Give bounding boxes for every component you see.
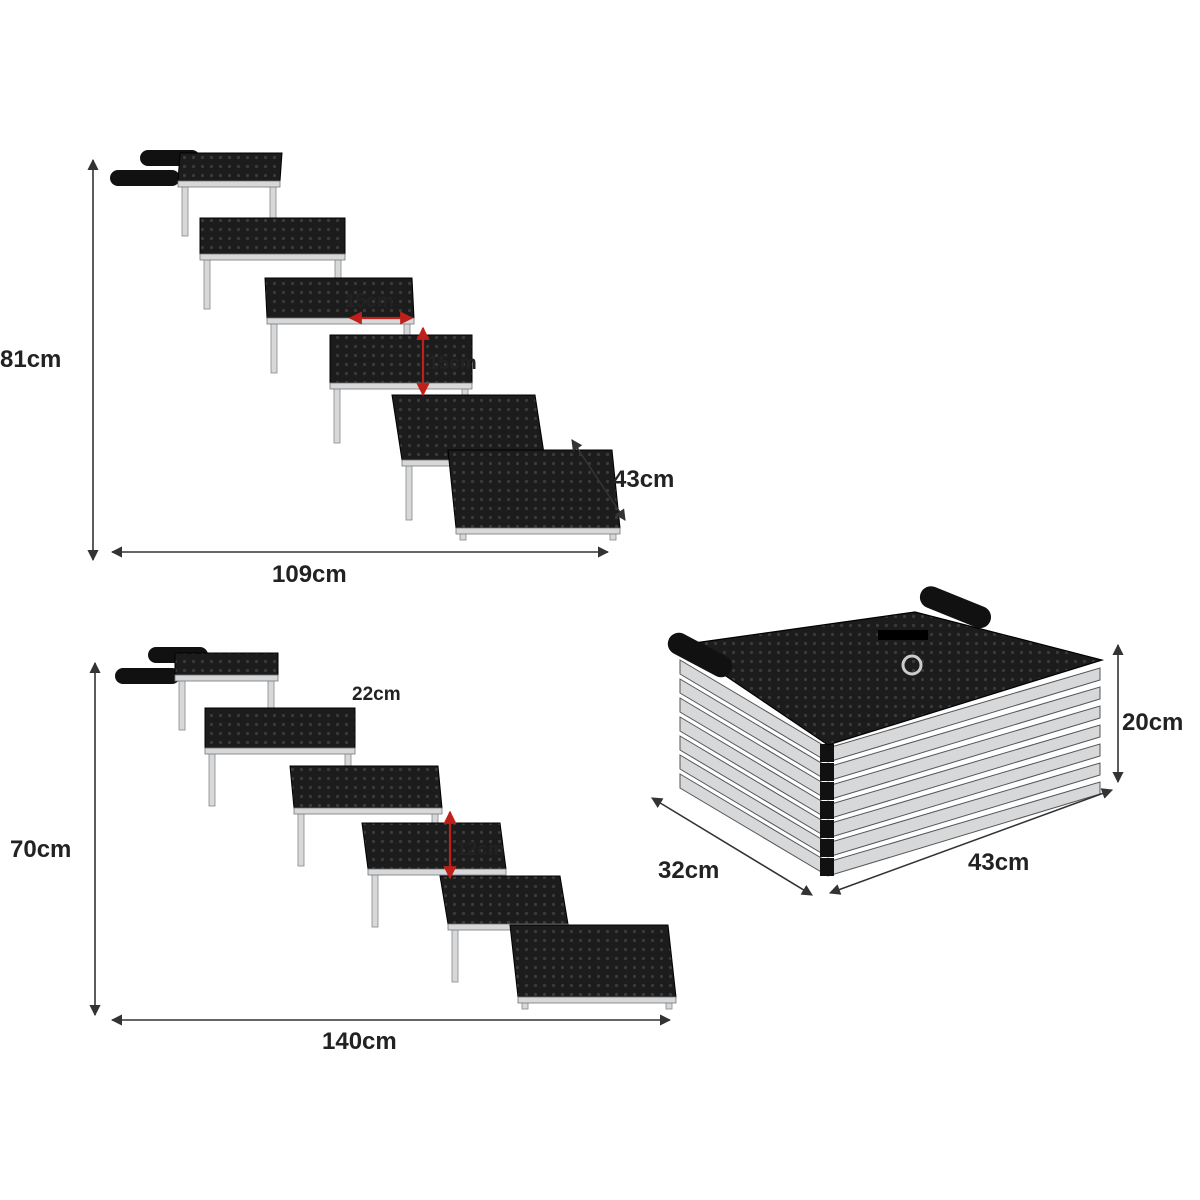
- extended-stairs-high: [110, 150, 621, 541]
- step-edge: [329, 382, 473, 390]
- layer-bracket: [820, 782, 834, 800]
- height-label-low: 70cm: [10, 836, 71, 863]
- layer-bracket: [820, 820, 834, 838]
- frame-leg: [270, 317, 278, 374]
- frame-leg: [297, 807, 305, 867]
- folded-height-label: 20cm: [1122, 709, 1183, 736]
- step-tread: [289, 765, 443, 809]
- folded-width-arrow: [828, 788, 1114, 895]
- frame-leg: [371, 868, 379, 928]
- height-label: 81cm: [0, 346, 61, 373]
- step-edge: [199, 253, 346, 261]
- step-rise-label-low: 12cm: [456, 839, 505, 860]
- folded-depth-label: 32cm: [658, 857, 719, 884]
- frame-leg: [181, 180, 189, 237]
- length-label-low: 140cm: [322, 1028, 397, 1055]
- folded-stairs: [667, 586, 1105, 877]
- layer-bracket: [820, 839, 834, 857]
- layer-bracket: [820, 801, 834, 819]
- extended-stairs-low: [115, 647, 677, 1010]
- step-tread: [509, 924, 677, 998]
- handle-grip: [667, 632, 733, 678]
- step-rise-label: 15cm: [428, 353, 477, 374]
- step-edge: [455, 527, 621, 535]
- step-edge: [174, 674, 279, 682]
- step-tread: [199, 217, 346, 255]
- step-edge: [367, 868, 507, 876]
- frame-leg: [203, 253, 211, 310]
- layer-bracket: [820, 763, 834, 781]
- layer-bracket: [820, 744, 834, 762]
- step-edge: [517, 996, 677, 1004]
- width-arrow: [571, 439, 626, 521]
- folded-depth-arrow: [651, 797, 813, 896]
- frame-leg: [451, 923, 459, 983]
- handle-grip: [115, 668, 180, 684]
- handle-grip: [110, 170, 180, 186]
- strap: [878, 630, 928, 640]
- layer-bracket: [820, 858, 834, 876]
- step-edge: [293, 807, 443, 815]
- frame-leg: [208, 747, 216, 807]
- step-tread: [439, 875, 569, 925]
- frame-leg: [405, 459, 413, 521]
- step-edge: [266, 317, 415, 325]
- handle-grip: [919, 586, 992, 629]
- step-tread: [204, 707, 356, 749]
- carabiner-icon: [901, 654, 923, 676]
- length-label: 109cm: [272, 561, 347, 588]
- step-edge: [177, 180, 281, 188]
- step-depth-label-low: 22cm: [352, 684, 401, 705]
- step-tread: [447, 449, 621, 529]
- folded-width-label: 43cm: [968, 849, 1029, 876]
- step-depth-label: 15cm: [345, 291, 394, 312]
- step-tread: [174, 652, 279, 676]
- frame-leg: [333, 382, 341, 444]
- step-edge: [204, 747, 356, 755]
- step-tread: [177, 152, 283, 182]
- width-label: 43cm: [613, 466, 674, 493]
- folded-top-tread: [678, 611, 1105, 746]
- frame-leg: [178, 674, 186, 731]
